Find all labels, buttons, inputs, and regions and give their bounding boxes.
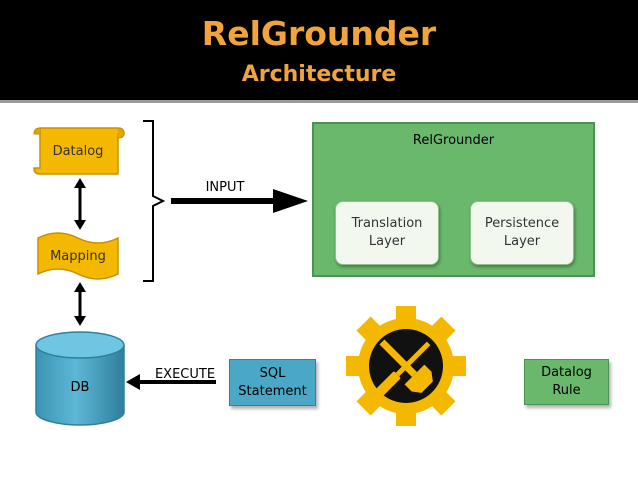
datalog-scroll-shape [33,127,125,175]
input-arrow [171,189,308,213]
input-label: INPUT [205,180,245,195]
persistence-layer-box: Persistence Layer [470,201,574,265]
mapping-node-label: Mapping [50,249,106,264]
datalog-node-label: Datalog [52,144,104,159]
execute-arrow [126,374,216,390]
sql-statement-label: SQL Statement [238,365,307,399]
header-divider [0,100,638,103]
db-cylinder-shape [35,331,125,426]
persistence-layer-label: Persistence Layer [484,216,560,249]
db-node-label: DB [70,380,90,395]
translation-layer-label: Translation Layer [351,216,423,249]
translation-layer-box: Translation Layer [335,201,439,265]
datalog-rule-box: Datalog Rule [524,359,609,405]
input-bracket [143,120,166,282]
page-subtitle: Architecture [241,62,397,87]
mapping-db-arrow [74,282,86,326]
datalog-mapping-arrow [74,178,86,230]
datalog-rule-label: Datalog Rule [541,365,592,398]
relgrounder-panel: RelGrounder Translation Layer Persistenc… [312,122,595,277]
mapping-wave-shape [37,232,119,280]
page-title: RelGrounder [201,14,437,53]
gear-tools-icon [346,306,466,426]
execute-label: EXECUTE [154,367,216,382]
sql-statement-box: SQL Statement [229,359,316,406]
relgrounder-panel-title: RelGrounder [412,133,495,148]
title-bar [0,0,638,100]
